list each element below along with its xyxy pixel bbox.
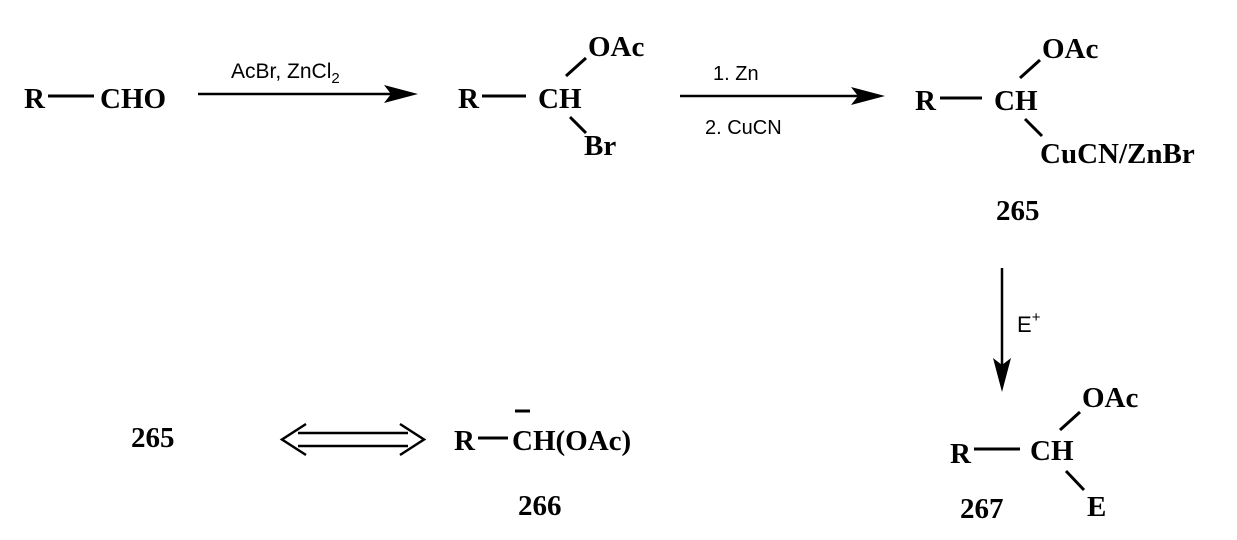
aldehyde: R CHO: [24, 83, 166, 115]
organocopper-r: R: [915, 85, 937, 117]
product-267: R CH OAc E 267: [950, 382, 1139, 525]
carbanion-text: CH(OAc): [512, 425, 631, 457]
bromo-acetate: R CH OAc Br: [458, 31, 645, 162]
compound-label-265: 265: [996, 195, 1040, 227]
organocopper-metal-bond: [1023, 117, 1044, 138]
aldehyde-r: R: [24, 83, 46, 115]
aldehyde-cho: CHO: [100, 83, 166, 115]
step1-arrow: AcBr, ZnCl2: [198, 60, 418, 103]
bromo-acetate-oac: OAc: [588, 31, 645, 63]
step1-reagent: AcBr, ZnCl2: [231, 60, 340, 87]
product-e-bond: [1064, 469, 1086, 492]
compound-label-267: 267: [960, 493, 1004, 525]
bromo-acetate-ch: CH: [538, 83, 582, 115]
equivalence-left-label: 265: [131, 422, 175, 454]
organocopper-metal: CuCN/ZnBr: [1040, 138, 1195, 170]
organocopper-ch: CH: [994, 85, 1038, 117]
step2-arrow: 1. Zn 2. CuCN: [680, 63, 885, 139]
bromo-acetate-br: Br: [584, 130, 616, 162]
carbanion-266: R CH(OAc): [454, 409, 631, 457]
organocopper-oac: OAc: [1042, 33, 1099, 65]
bromo-acetate-r: R: [458, 83, 480, 115]
step1-arrowhead: [384, 85, 418, 103]
product-oac: OAc: [1082, 382, 1139, 414]
compound-label-266: 266: [518, 490, 562, 522]
carbanion-r: R: [454, 425, 476, 457]
organocopper-oac-bond: [1018, 58, 1042, 80]
step3-arrowhead: [993, 358, 1011, 392]
bromo-acetate-oac-bond: [564, 56, 588, 78]
equivalence-row: 265 R CH(OAc) 266: [131, 409, 631, 522]
product-e: E: [1087, 491, 1106, 523]
double-headed-arrow: [279, 422, 427, 457]
product-r: R: [950, 438, 972, 470]
step2-reagent-2: 2. CuCN: [705, 117, 782, 139]
organocopper-265: R CH OAc CuCN/ZnBr 265: [915, 33, 1195, 227]
step2-arrowhead: [851, 87, 885, 105]
step3-arrow: E+: [993, 268, 1041, 392]
step3-reagent: E+: [1017, 309, 1041, 337]
product-oac-bond: [1058, 410, 1082, 432]
product-ch: CH: [1030, 435, 1074, 467]
bromo-acetate-br-bond: [568, 115, 588, 135]
step2-reagent-1: 1. Zn: [713, 63, 759, 85]
